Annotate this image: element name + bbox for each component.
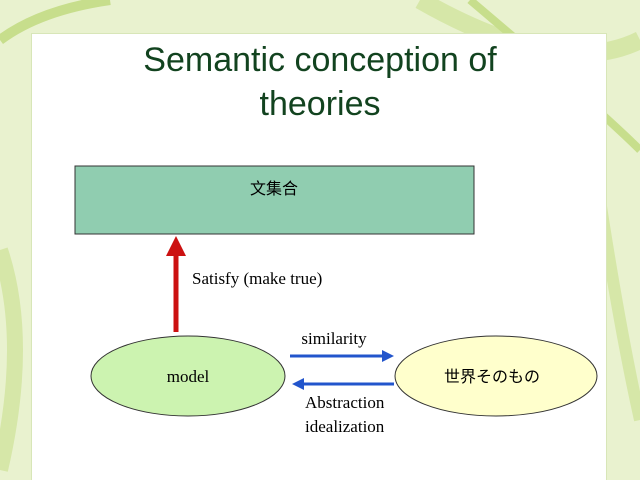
sentence-set-box xyxy=(74,165,475,235)
title-line-2: theories xyxy=(259,85,381,123)
world-label: 世界そのもの xyxy=(444,367,540,386)
sentence-set-label: 文集合 xyxy=(250,179,298,198)
world-ellipse xyxy=(394,335,598,417)
abstraction-label: Abstraction xyxy=(305,393,385,412)
title-line-1: Semantic conception of xyxy=(143,41,497,79)
idealization-label: idealization xyxy=(305,417,385,436)
model-ellipse xyxy=(90,335,286,417)
satisfy-label: Satisfy (make true) xyxy=(192,269,322,288)
model-label: model xyxy=(167,367,210,386)
similarity-label: similarity xyxy=(301,329,367,348)
slide-title: Semantic conception of theories xyxy=(60,38,580,126)
